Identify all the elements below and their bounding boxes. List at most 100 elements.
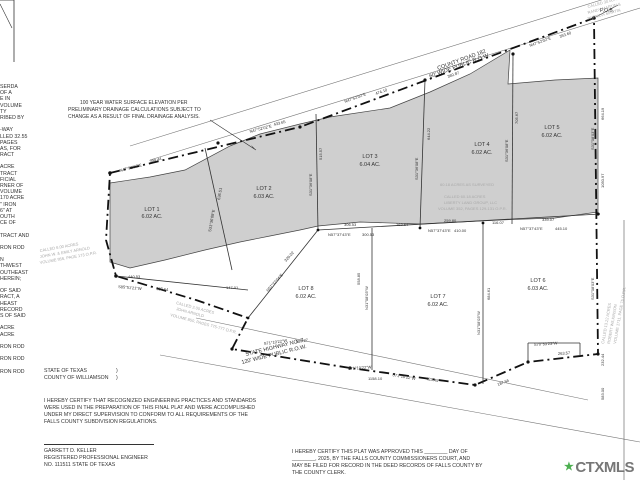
bearing-label: S71°10'22"W — [348, 364, 372, 371]
approval-line: ________, 2025, BY THE FALLS COUNTY COMM… — [292, 456, 471, 462]
distance-label: 306.53 — [344, 222, 357, 227]
bearing-label: N47°52'02"E — [119, 162, 143, 173]
legal-description-line: ACRE — [0, 325, 15, 332]
floodplain-note-line: PRELIMINARY DRAINAGE CALCULATIONS SUBJEC… — [68, 107, 201, 113]
distance-label: 1050.97 — [600, 173, 605, 188]
distance-label: 587.64 — [156, 286, 169, 292]
legal-description-line: RON ROD — [0, 356, 25, 363]
pob-label: P.O.B. — [600, 8, 614, 14]
bearing-label: N57°37'43"E — [520, 226, 543, 231]
svg-text:ROBERT WILKINSON: ROBERT WILKINSON — [606, 304, 618, 344]
lot-4-area: 6.02 AC. — [471, 150, 493, 156]
county-label: COUNTY OF WILLIAMSON — [44, 375, 109, 381]
legal-description-line: RACT — [0, 152, 15, 159]
state-paren: ) — [116, 368, 118, 374]
legal-description-line: LLED 32.55 — [0, 133, 28, 140]
legal-description-line: OF A — [0, 90, 12, 97]
lot-7-name: LOT 7 — [430, 294, 445, 300]
legal-description-line: VOLUME — [0, 102, 22, 109]
signature-line — [44, 444, 154, 445]
bearing-label: S31°08'03"E — [590, 127, 595, 150]
bearing-label: S31°08'03"E — [590, 277, 595, 300]
pob-leader — [593, 4, 619, 19]
distance-label: 644.22 — [426, 127, 431, 140]
distance-label: 440.53 — [128, 274, 141, 279]
approval-line: I HEREBY CERTIFY THIS PLAT WAS APPROVED … — [292, 449, 468, 455]
certification-line: I HEREBY CERTIFY THAT RECOGNIZED ENGINEE… — [44, 398, 257, 404]
lot-8-name: LOT 8 — [298, 286, 313, 292]
highway-row-line — [195, 317, 589, 401]
county-paren: ) — [116, 375, 118, 381]
approval-line: MAY BE FILED FOR RECORD IN THE DEED RECO… — [292, 463, 483, 469]
distance-label: 515.57 — [318, 147, 323, 160]
bearing-label: S31°36'08"E — [308, 173, 313, 196]
note-leader — [209, 119, 257, 151]
lot-1-name: LOT 1 — [144, 207, 159, 213]
distance-label: 263.57 — [558, 350, 571, 356]
legal-description-line: TY — [0, 108, 7, 115]
legal-description-line: S OF SAID — [0, 312, 26, 319]
distance-label: 558.85 — [356, 272, 361, 285]
svg-text:VOLUME 352, PAGES 129-131 O.P.: VOLUME 352, PAGES 129-131 O.P.R. — [438, 206, 507, 211]
lot-4-name: LOT 4 — [474, 142, 489, 148]
legal-description-line: RECORD — [0, 306, 23, 313]
distance-label: 163.64 — [396, 222, 409, 227]
adjoiner-note-left: CALLED 6.00 ACRES JOHN W. & EMILY ARNOLD… — [39, 241, 97, 265]
bearing-label: S31°36'08"E — [414, 157, 419, 180]
lot-lines — [115, 53, 601, 384]
bearing-label: N31°08'03"W — [476, 311, 481, 335]
svg-text:CALLED 60.18 ACRES: CALLED 60.18 ACRES — [444, 194, 486, 199]
legal-description-line: RIBED BY — [0, 114, 25, 121]
distance-label: 147.01 — [226, 285, 239, 290]
bearing-label: S31°36'08"E — [504, 139, 509, 162]
state-label: STATE OF TEXAS — [44, 368, 87, 374]
legal-description-line: N — [0, 257, 4, 264]
lot-3-area: 6.04 AC. — [359, 162, 381, 168]
engineer-license: NO. 111511 STATE OF TEXAS — [44, 462, 116, 468]
legal-description-line: E IN — [0, 96, 11, 103]
ctxmls-logo: ★CTXMLS — [563, 459, 635, 476]
distance-label: 353.60 — [559, 30, 573, 39]
floodplain-area — [109, 49, 599, 269]
bearing-label: N57°37'43"E — [428, 228, 451, 233]
legal-description-line: SERDA — [0, 84, 18, 90]
lot-2-name: LOT 2 — [256, 186, 271, 192]
bearing-label: S71°10'22"W — [392, 372, 416, 381]
lot-5-name: LOT 5 — [544, 125, 559, 131]
distance-label: 259.80 — [444, 218, 457, 223]
legal-description-line: CE OF — [0, 220, 16, 227]
distance-label: 116.07 — [492, 220, 505, 225]
distance-label: 684.61 — [486, 287, 491, 300]
bearing-label: N57°37'43"E — [328, 232, 351, 237]
legal-description-line: OF SAID — [0, 288, 21, 295]
distance-label: 636.51 — [216, 186, 223, 200]
legal-description-line: RACT, A — [0, 294, 20, 301]
legal-description-line: RON ROD — [0, 343, 25, 350]
lot-6-name: LOT 6 — [530, 278, 545, 284]
legal-description-line: VOLUME — [0, 189, 22, 196]
legal-description-line: 6" AT — [0, 207, 13, 214]
adjoiner-note-center: 60.18 ACRES AS SURVEYED CALLED 60.18 ACR… — [438, 182, 507, 211]
legal-description-line: " IRON — [0, 201, 17, 208]
engineer-name: GARRETT D. KELLER — [44, 448, 97, 454]
certification-line: FALLS COUNTY SUBDIVISION REGULATIONS. — [44, 419, 158, 425]
legal-description-line: RON ROD — [0, 244, 25, 251]
legal-description-line: ACRE — [0, 164, 15, 171]
county-road-row-line — [129, 0, 603, 147]
distance-label: 705.67 — [514, 111, 519, 124]
certification-line: WERE USED IN THE PREPARATION OF THIS FIN… — [44, 405, 256, 411]
texas-star-icon: ★ — [563, 461, 574, 473]
bearing-label: S85°51'21"W — [118, 284, 142, 291]
distance-label: 187.56 — [497, 377, 511, 387]
property-corners — [108, 16, 600, 387]
legal-description-line: OUTHEAST — [0, 269, 29, 276]
distance-label: 445.10 — [555, 226, 568, 231]
floodplain-note-line: 100 YEAR WATER SURFACE ELEVATION PER — [80, 100, 188, 106]
bearing-label: N47°52'02"E — [529, 35, 552, 48]
lot-1-area: 6.02 AC. — [141, 214, 163, 220]
bearing-label: S31°36'08"E — [207, 209, 216, 232]
note-arrow — [251, 145, 256, 150]
